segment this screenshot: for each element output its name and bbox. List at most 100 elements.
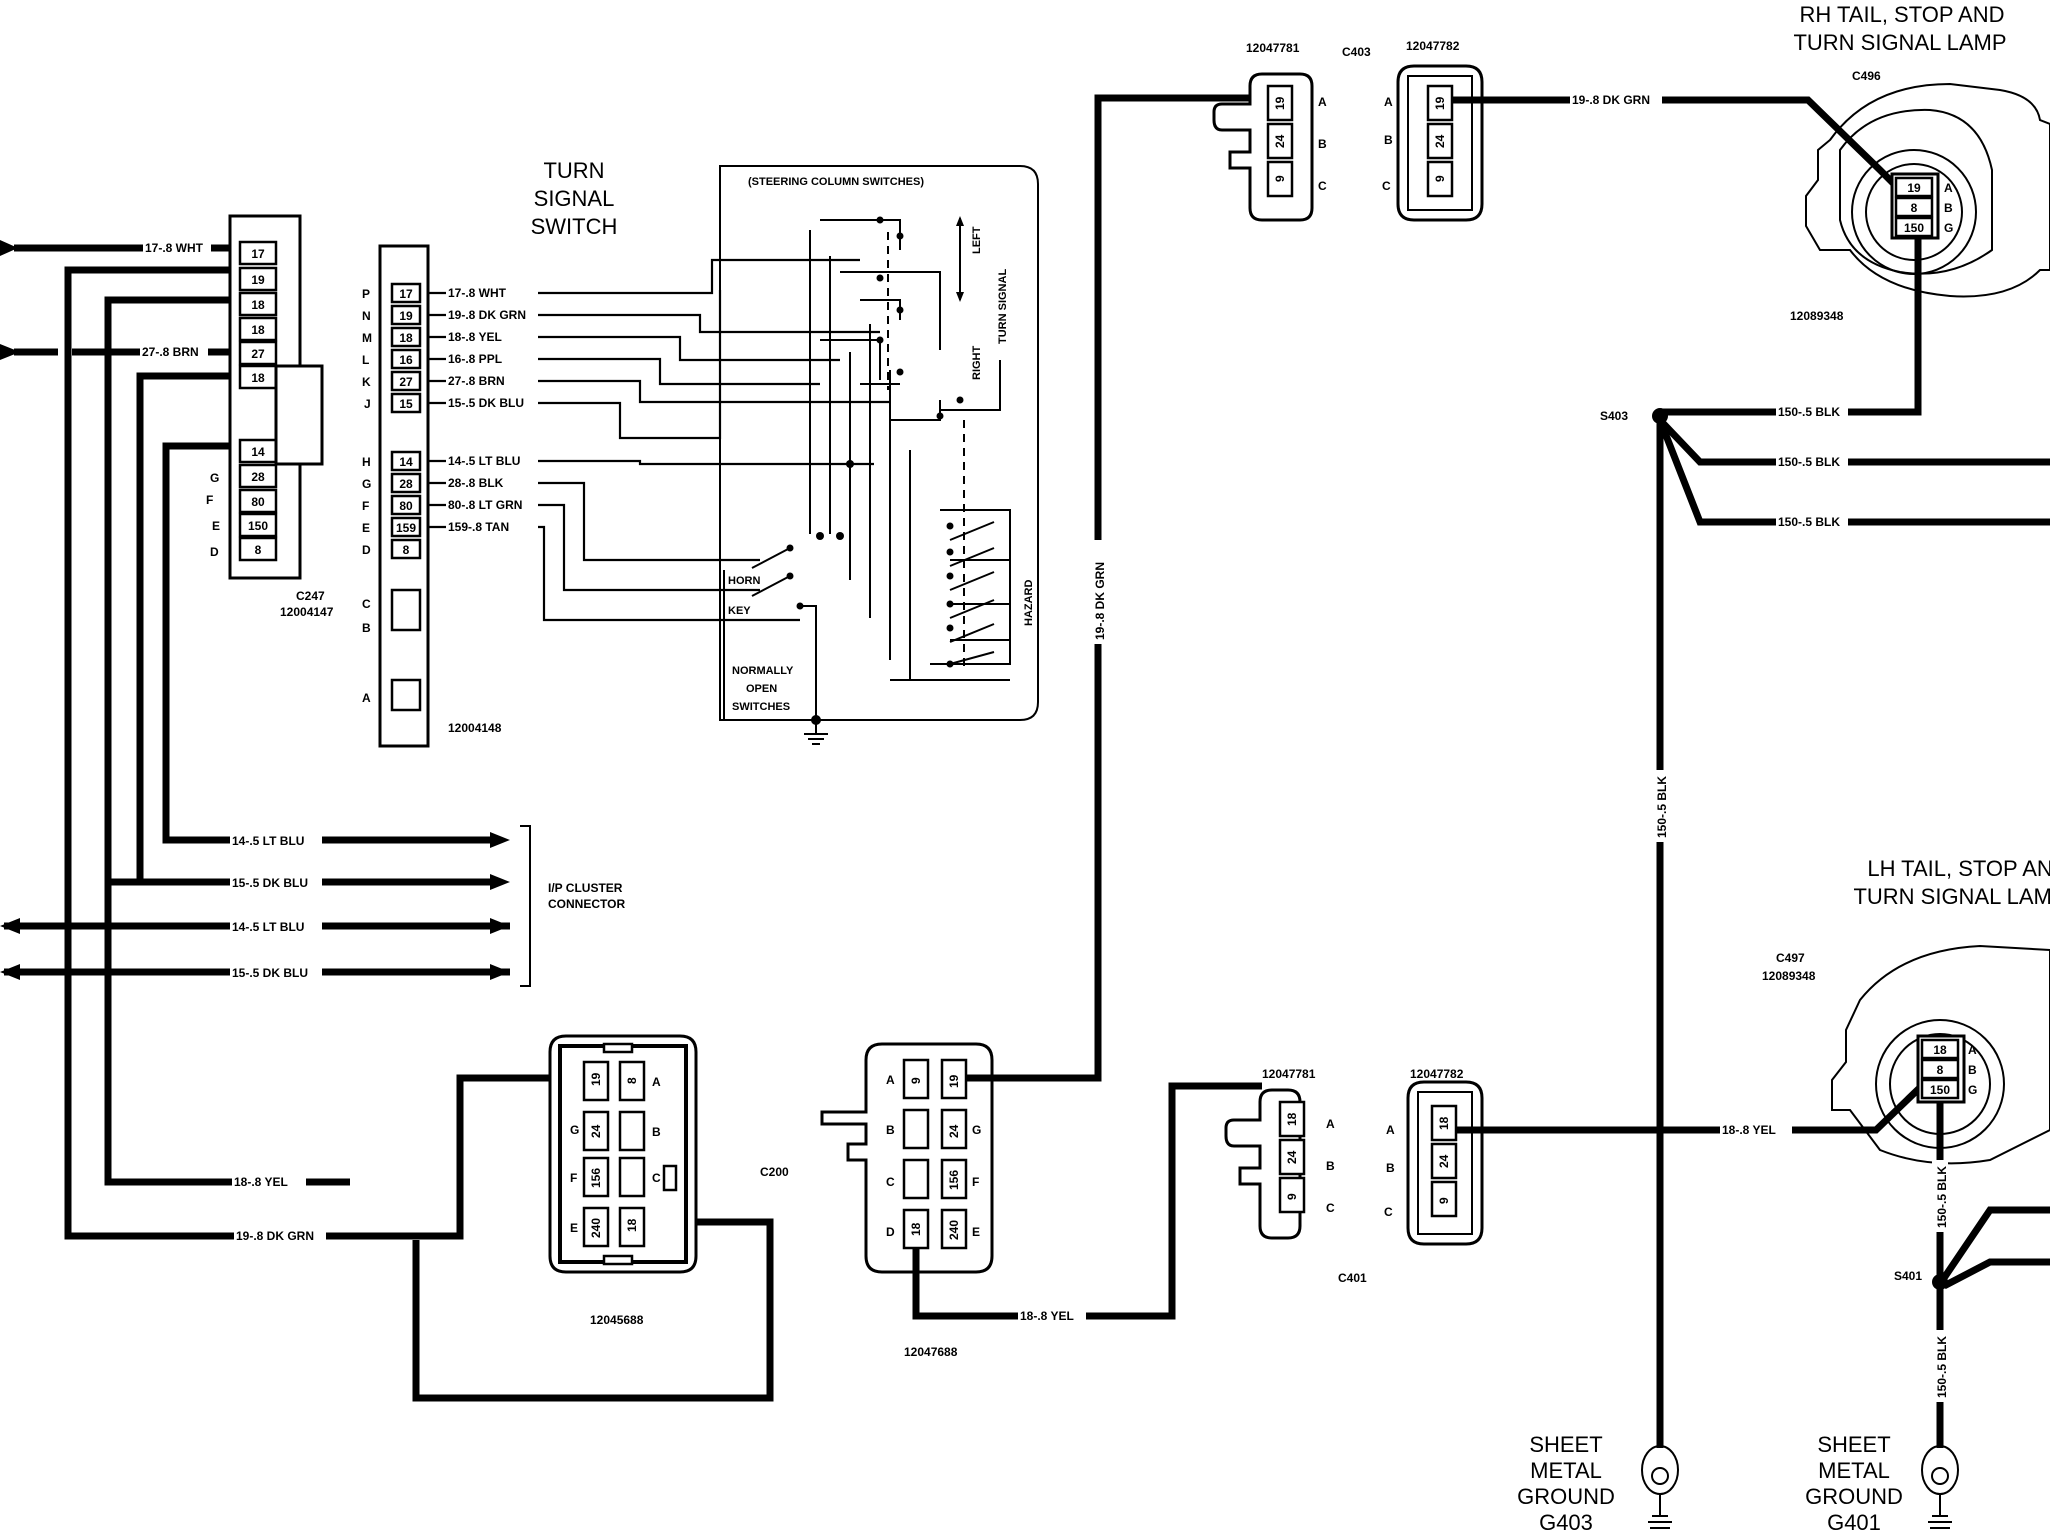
- switch-wire-label: 18-.8 YEL: [448, 330, 502, 344]
- right-label: RIGHT: [971, 346, 983, 381]
- switch-wire-label: 28-.8 BLK: [448, 476, 504, 490]
- no-switch-label: SWITCHES: [732, 701, 790, 713]
- blk-wire-vertical-label: 150-.5 BLK: [1935, 1336, 1949, 1398]
- switch-wire-label: 27-.8 BRN: [448, 374, 505, 388]
- rh-lamp-letter: A: [1944, 181, 1953, 195]
- blk-wire-vertical-label: 150-.5 BLK: [1935, 1166, 1949, 1228]
- turn-signal-label: TURN SIGNAL: [997, 269, 1009, 344]
- switch-letter: A: [362, 691, 371, 705]
- c401-right-pin: 9: [1437, 1197, 1451, 1204]
- c200-letter: C: [886, 1175, 895, 1189]
- steering-column-label: (STEERING COLUMN SWITCHES): [748, 176, 924, 188]
- no-switch-label: NORMALLY: [732, 665, 794, 677]
- c403-letter: B: [1318, 137, 1327, 151]
- c401-wire-label: 18-.8 YEL: [1722, 1123, 1776, 1137]
- switch-pin: 19: [399, 309, 413, 323]
- switch-letter: C: [362, 597, 371, 611]
- c12045688-pin: 18: [625, 1218, 639, 1232]
- c403-name: C403: [1342, 45, 1371, 59]
- g403-label: G403: [1539, 1510, 1593, 1535]
- lh-lamp-pin: 8: [1937, 1063, 1944, 1077]
- switch-letter: G: [362, 477, 371, 491]
- c403-letter: A: [1318, 95, 1327, 109]
- ip-cluster-label: CONNECTOR: [548, 897, 625, 911]
- lh-lamp-connector: C497: [1776, 951, 1805, 965]
- c12045688-pin: 240: [589, 1218, 603, 1238]
- c200-letter: A: [886, 1073, 895, 1087]
- ip-cluster-label: I/P CLUSTER: [548, 881, 623, 895]
- g401-label: GROUND: [1805, 1484, 1903, 1509]
- turn-signal-switch-title: TURN SIGNAL SWITCH: [531, 158, 618, 239]
- rh-lamp-title: TURN SIGNAL LAMP: [1793, 30, 2006, 55]
- switch-connector-part: 12004148: [448, 721, 502, 735]
- connector-c200: 9 19 24 156 18 240 A B C D G F E C200 12…: [760, 1042, 994, 1359]
- lh-lamp-letter: A: [1968, 1043, 1977, 1057]
- c403-letter: C: [1382, 179, 1391, 193]
- c247-pin: 27: [251, 347, 265, 361]
- c200-wire-label: 18-.8 YEL: [1020, 1309, 1074, 1323]
- blk-wire-vertical-label: 150-.5 BLK: [1655, 776, 1669, 838]
- g403-label: METAL: [1530, 1458, 1602, 1483]
- bottom-wires: 18-.8 YEL 19-.8 DK GRN: [68, 1074, 774, 1402]
- connector-c401: 18 24 9 A B C A B C 18 24 9 12047781 120…: [1224, 1067, 1935, 1285]
- c200-pin: 240: [947, 1220, 961, 1240]
- lh-lamp-letter: G: [1968, 1083, 1977, 1097]
- switch-pin: 18: [399, 331, 413, 345]
- rh-lamp-title: RH TAIL, STOP AND: [1800, 2, 2005, 27]
- g403-label: SHEET: [1529, 1432, 1602, 1457]
- lh-lamp-title: TURN SIGNAL LAMP: [1853, 884, 2050, 909]
- c403-letter: A: [1384, 95, 1393, 109]
- no-switch-label: OPEN: [746, 683, 777, 695]
- switch-letter: K: [362, 375, 371, 389]
- c247-pin: 80: [251, 495, 265, 509]
- left-label: LEFT: [971, 226, 983, 254]
- c401-part-left: 12047781: [1262, 1067, 1316, 1081]
- wire-label-17-wht: 17-.8 WHT: [145, 241, 204, 255]
- c247-pin: 18: [251, 323, 265, 337]
- svg-text:TURN: TURN: [543, 158, 604, 183]
- rh-lamp: RH TAIL, STOP AND TURN SIGNAL LAMP C496 …: [1790, 2, 2050, 323]
- switch-wire-harness: 17-.8 WHT 19-.8 DK GRN 18-.8 YEL 16-.8 P…: [426, 258, 890, 622]
- c247-pin: 19: [251, 273, 265, 287]
- switch-letter: F: [362, 499, 369, 513]
- c200-pin: 18: [909, 1222, 923, 1236]
- c200-pin: 19: [947, 1074, 961, 1088]
- rh-lamp-part: 12089348: [1790, 309, 1844, 323]
- c401-letter: A: [1326, 1117, 1335, 1131]
- c200-name: C200: [760, 1165, 789, 1179]
- switch-wire-label: 159-.8 TAN: [448, 520, 509, 534]
- rh-lamp-pin: 150: [1904, 221, 1924, 235]
- bottom-wire-label: 18-.8 YEL: [234, 1175, 288, 1189]
- wire-label-27-brn: 27-.8 BRN: [142, 345, 199, 359]
- switch-pin: 28: [399, 477, 413, 491]
- lh-lamp-letter: B: [1968, 1063, 1977, 1077]
- c12045688-letter: F: [570, 1171, 577, 1185]
- switch-wire-label: 17-.8 WHT: [448, 286, 507, 300]
- c12045688-letter: A: [652, 1075, 661, 1089]
- dk-grn-vertical-label: 19-.8 DK GRN: [1093, 562, 1107, 640]
- switch-pin: 8: [403, 543, 410, 557]
- c200-letter: D: [886, 1225, 895, 1239]
- c401-letter: A: [1386, 1123, 1395, 1137]
- switch-pin: 15: [399, 397, 413, 411]
- ip-wire-label: 15-.5 DK BLU: [232, 876, 308, 890]
- connector-12045688: 19 8 24 156 240 18 G F E A B C 12045688: [548, 1034, 698, 1327]
- g401-label: METAL: [1818, 1458, 1890, 1483]
- lh-lamp-title: LH TAIL, STOP AND: [1867, 856, 2050, 881]
- c200-letter: B: [886, 1123, 895, 1137]
- c403-part-right: 12047782: [1406, 39, 1460, 53]
- c401-letter: B: [1326, 1159, 1335, 1173]
- lh-lamp: LH TAIL, STOP AND TURN SIGNAL LAMP C497 …: [1762, 856, 2050, 1165]
- c12045688-letter: C: [652, 1171, 661, 1185]
- rh-lamp-letter: G: [1944, 221, 1953, 235]
- ip-wire-label: 14-.5 LT BLU: [232, 920, 304, 934]
- switch-pin: 14: [399, 455, 413, 469]
- c200-letter: G: [972, 1123, 981, 1137]
- rh-lamp-letter: B: [1944, 201, 1953, 215]
- c200-pin: 9: [909, 1077, 923, 1084]
- c401-right-pin: 24: [1437, 1154, 1451, 1168]
- switch-letter: J: [364, 397, 371, 411]
- c247-pin: 8: [255, 543, 262, 557]
- switch-letter: B: [362, 621, 371, 635]
